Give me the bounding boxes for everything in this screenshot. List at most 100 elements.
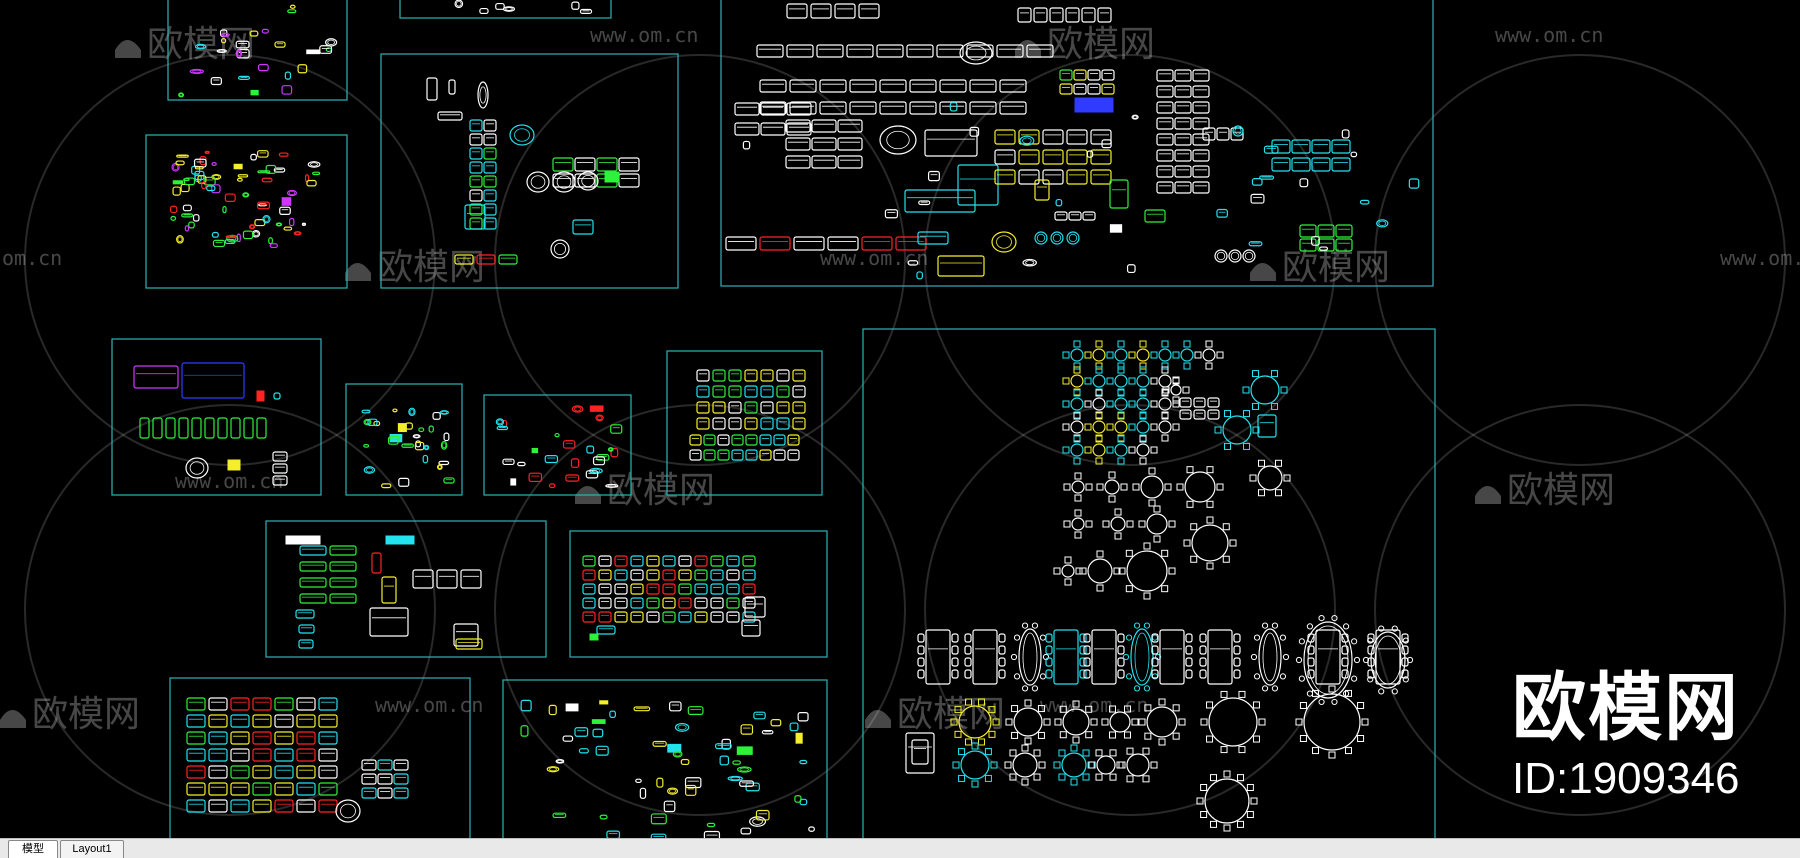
- cad-block[interactable]: [552, 157, 574, 172]
- cad-block[interactable]: [858, 3, 880, 19]
- tab-model[interactable]: 模型: [8, 840, 58, 858]
- cad-block[interactable]: [182, 204, 192, 212]
- cad-block[interactable]: [787, 449, 800, 461]
- cad-block[interactable]: [1259, 175, 1275, 180]
- cad-block[interactable]: [776, 417, 790, 430]
- cad-block[interactable]: [483, 133, 497, 146]
- cad-block[interactable]: [483, 189, 497, 202]
- cad-block[interactable]: [742, 140, 751, 150]
- cad-block[interactable]: [201, 181, 207, 190]
- cad-block[interactable]: [1192, 101, 1210, 114]
- cad-block[interactable]: [469, 189, 483, 202]
- cad-block[interactable]: [760, 417, 774, 430]
- cad-block[interactable]: [178, 417, 189, 439]
- dining-table-block[interactable]: [1079, 550, 1121, 592]
- cad-block[interactable]: [742, 569, 756, 581]
- cad-block[interactable]: [510, 478, 517, 486]
- cad-block[interactable]: [483, 175, 497, 188]
- cad-block[interactable]: [744, 401, 758, 414]
- cad-block[interactable]: [949, 102, 958, 112]
- cad-block[interactable]: [361, 787, 377, 799]
- cad-block[interactable]: [918, 200, 931, 206]
- cad-block[interactable]: [437, 111, 463, 121]
- cad-block[interactable]: [669, 701, 682, 712]
- cad-block[interactable]: [571, 405, 584, 413]
- cad-block[interactable]: [925, 629, 951, 685]
- cad-block[interactable]: [296, 697, 316, 711]
- cad-block[interactable]: [1090, 129, 1112, 145]
- cad-block[interactable]: [571, 1, 580, 10]
- cad-block[interactable]: [1307, 645, 1315, 655]
- cad-block[interactable]: [756, 44, 784, 58]
- cad-block[interactable]: [911, 739, 929, 765]
- cad-block[interactable]: [1083, 657, 1091, 667]
- cad-block[interactable]: [736, 746, 753, 755]
- cad-block[interactable]: [1117, 645, 1125, 655]
- cad-block[interactable]: [296, 714, 316, 728]
- cad-block[interactable]: [739, 780, 754, 787]
- cad-block[interactable]: [1233, 657, 1241, 667]
- cad-block[interactable]: [1156, 165, 1174, 178]
- cad-block[interactable]: [469, 161, 483, 174]
- cad-block[interactable]: [994, 129, 1016, 145]
- cad-block[interactable]: [562, 735, 574, 742]
- cad-block[interactable]: [745, 782, 760, 792]
- dining-table-block[interactable]: [1005, 699, 1051, 745]
- cad-block[interactable]: [999, 101, 1027, 115]
- cad-block[interactable]: [909, 79, 937, 93]
- cad-block[interactable]: [329, 577, 357, 588]
- cad-block[interactable]: [281, 197, 292, 206]
- cad-block[interactable]: [710, 583, 724, 595]
- cad-block[interactable]: [274, 714, 294, 728]
- cad-block[interactable]: [269, 243, 278, 249]
- cad-block[interactable]: [1199, 669, 1207, 679]
- cad-block[interactable]: [1156, 149, 1174, 162]
- cad-block[interactable]: [318, 714, 338, 728]
- cad-block[interactable]: [1341, 657, 1349, 667]
- cad-block[interactable]: [797, 712, 809, 722]
- cad-block[interactable]: [361, 773, 377, 785]
- cad-block[interactable]: [614, 569, 628, 581]
- cad-block[interactable]: [181, 362, 245, 399]
- cad-block[interactable]: [884, 209, 899, 219]
- cad-block[interactable]: [274, 748, 294, 762]
- cad-block[interactable]: [1144, 209, 1166, 223]
- cad-block[interactable]: [732, 760, 741, 765]
- cad-block[interactable]: [296, 731, 316, 745]
- cad-block[interactable]: [591, 719, 606, 724]
- cad-block[interactable]: [760, 102, 786, 116]
- cad-block[interactable]: [329, 561, 357, 572]
- cad-block[interactable]: [436, 464, 443, 470]
- cad-block[interactable]: [639, 787, 647, 799]
- cad-block[interactable]: [249, 30, 259, 37]
- cad-block[interactable]: [917, 633, 925, 643]
- cad-block[interactable]: [296, 799, 316, 813]
- dining-table-block[interactable]: [1106, 389, 1136, 419]
- cad-block[interactable]: [1207, 409, 1220, 420]
- cad-block[interactable]: [770, 719, 782, 727]
- cad-block[interactable]: [193, 158, 207, 168]
- cad-block[interactable]: [837, 119, 863, 133]
- cad-block[interactable]: [999, 79, 1027, 93]
- cad-block[interactable]: [464, 204, 486, 230]
- cad-block[interactable]: [318, 697, 338, 711]
- cad-block[interactable]: [225, 235, 237, 239]
- cad-block[interactable]: [548, 704, 557, 716]
- cad-block[interactable]: [252, 748, 272, 762]
- cad-block[interactable]: [726, 555, 740, 567]
- dining-table-block[interactable]: [1088, 749, 1124, 781]
- cad-block[interactable]: [674, 722, 690, 732]
- tab-layout1[interactable]: Layout1: [60, 840, 124, 858]
- cad-block[interactable]: [572, 219, 594, 235]
- dining-table-block[interactable]: [1242, 370, 1288, 410]
- cad-block[interactable]: [1034, 231, 1048, 245]
- cad-block[interactable]: [759, 236, 791, 251]
- cad-block[interactable]: [574, 157, 596, 172]
- cad-block[interactable]: [1066, 231, 1080, 245]
- cad-block[interactable]: [630, 555, 644, 567]
- cad-block[interactable]: [694, 611, 708, 623]
- dining-table-block[interactable]: [1138, 505, 1176, 543]
- cad-block[interactable]: [296, 782, 316, 796]
- cad-block[interactable]: [811, 155, 837, 169]
- cad-block[interactable]: [678, 555, 692, 567]
